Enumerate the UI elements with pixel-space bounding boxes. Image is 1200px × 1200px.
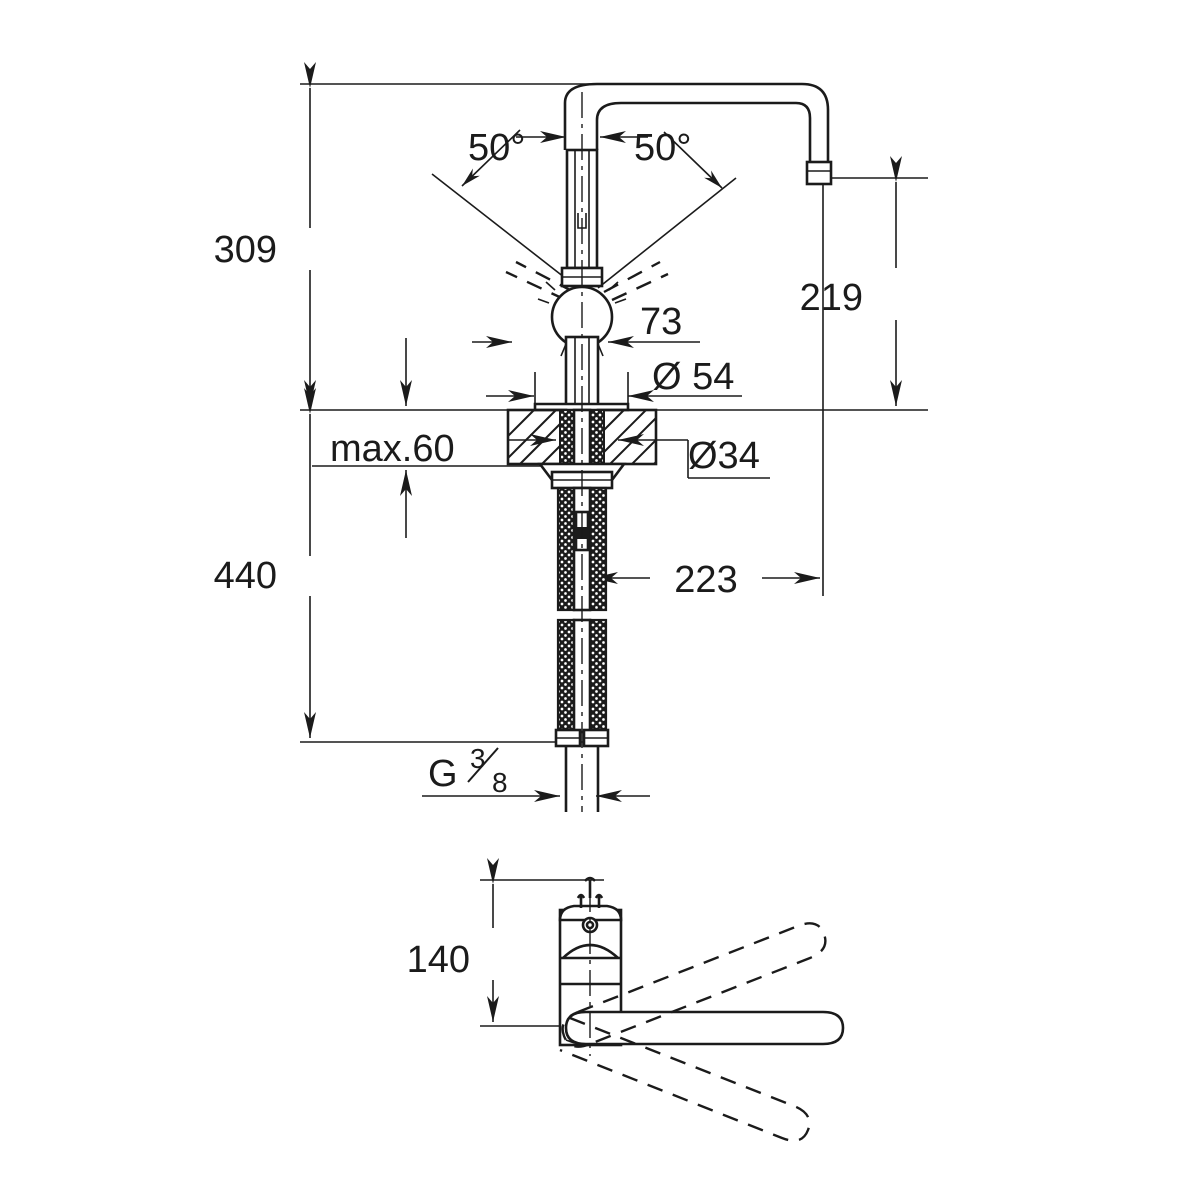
thread-denominator-label: 8 — [492, 767, 508, 798]
dimension-140-label: 140 — [407, 939, 470, 981]
dimension-223: 223 — [592, 559, 820, 601]
dimension-d34: Ø34 — [508, 434, 770, 479]
dimension-219-label: 219 — [800, 277, 863, 319]
dimension-max60-label: max.60 — [330, 428, 455, 470]
plan-lever-up-ghost — [561, 922, 827, 1048]
dimension-d34-label: Ø34 — [688, 435, 760, 477]
angle-50-left: 50° — [431, 127, 579, 302]
dimension-73: 73 — [472, 300, 700, 368]
dimension-73-label: 73 — [640, 301, 682, 343]
countertop-section — [506, 408, 658, 466]
dimension-max60: max.60 — [330, 338, 455, 538]
angle-50-right: 50° — [597, 127, 737, 302]
plan-lever-neutral — [564, 1010, 845, 1046]
dimension-440: 440 — [214, 388, 316, 738]
extension-lines — [300, 83, 928, 743]
dimension-223-label: 223 — [674, 559, 737, 601]
flexible-hoses — [554, 486, 610, 812]
angle-50-right-label: 50° — [634, 127, 691, 169]
thread-letter-label: G — [428, 753, 458, 795]
dimension-309-label: 309 — [214, 229, 277, 271]
thread-callout-g38: G 3 8 — [422, 743, 650, 802]
dimension-d54-label: Ø 54 — [652, 356, 734, 398]
angle-50-left-label: 50° — [468, 127, 525, 169]
thread-numerator-label: 3 — [470, 743, 486, 774]
dimension-219: 219 — [800, 156, 902, 406]
dimension-440-label: 440 — [214, 555, 277, 597]
plan-lever-down-ghost — [559, 1016, 811, 1142]
top-plan-view: 140 — [407, 858, 845, 1142]
front-elevation-view: 309 440 max.60 219 — [214, 62, 928, 812]
dimension-140: 140 — [407, 858, 499, 1022]
dimension-309: 309 — [214, 62, 316, 406]
dimension-d54: Ø 54 — [486, 356, 742, 404]
